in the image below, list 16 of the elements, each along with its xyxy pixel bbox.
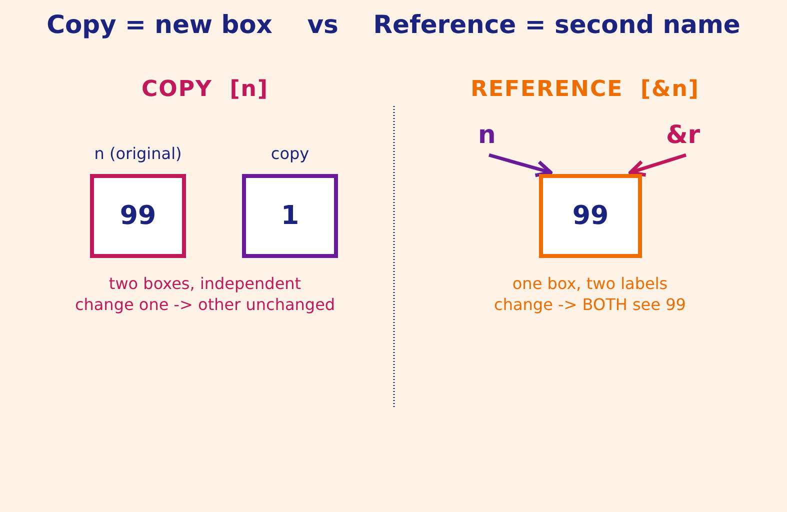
variable-name: &r [666, 120, 700, 149]
section-heading: REFERENCE [&n] [470, 77, 700, 102]
title: Copy = new box vs Reference = second name [46, 10, 742, 39]
note-text: one box, two labels [511, 274, 669, 293]
value-box: 99 [90, 174, 186, 258]
value-box: 99 [539, 174, 642, 258]
note-text: two boxes, independent [108, 274, 302, 293]
arrow [488, 153, 552, 178]
note-text: change -> BOTH see 99 [493, 295, 687, 314]
box-caption: copy [270, 144, 310, 163]
section-heading: COPY [n] [140, 77, 270, 102]
note-text: change one -> other unchanged [74, 295, 336, 314]
variable-name: n [478, 120, 496, 149]
arrow [628, 153, 687, 177]
value-box: 1 [242, 174, 338, 258]
box-caption: n (original) [93, 144, 183, 163]
